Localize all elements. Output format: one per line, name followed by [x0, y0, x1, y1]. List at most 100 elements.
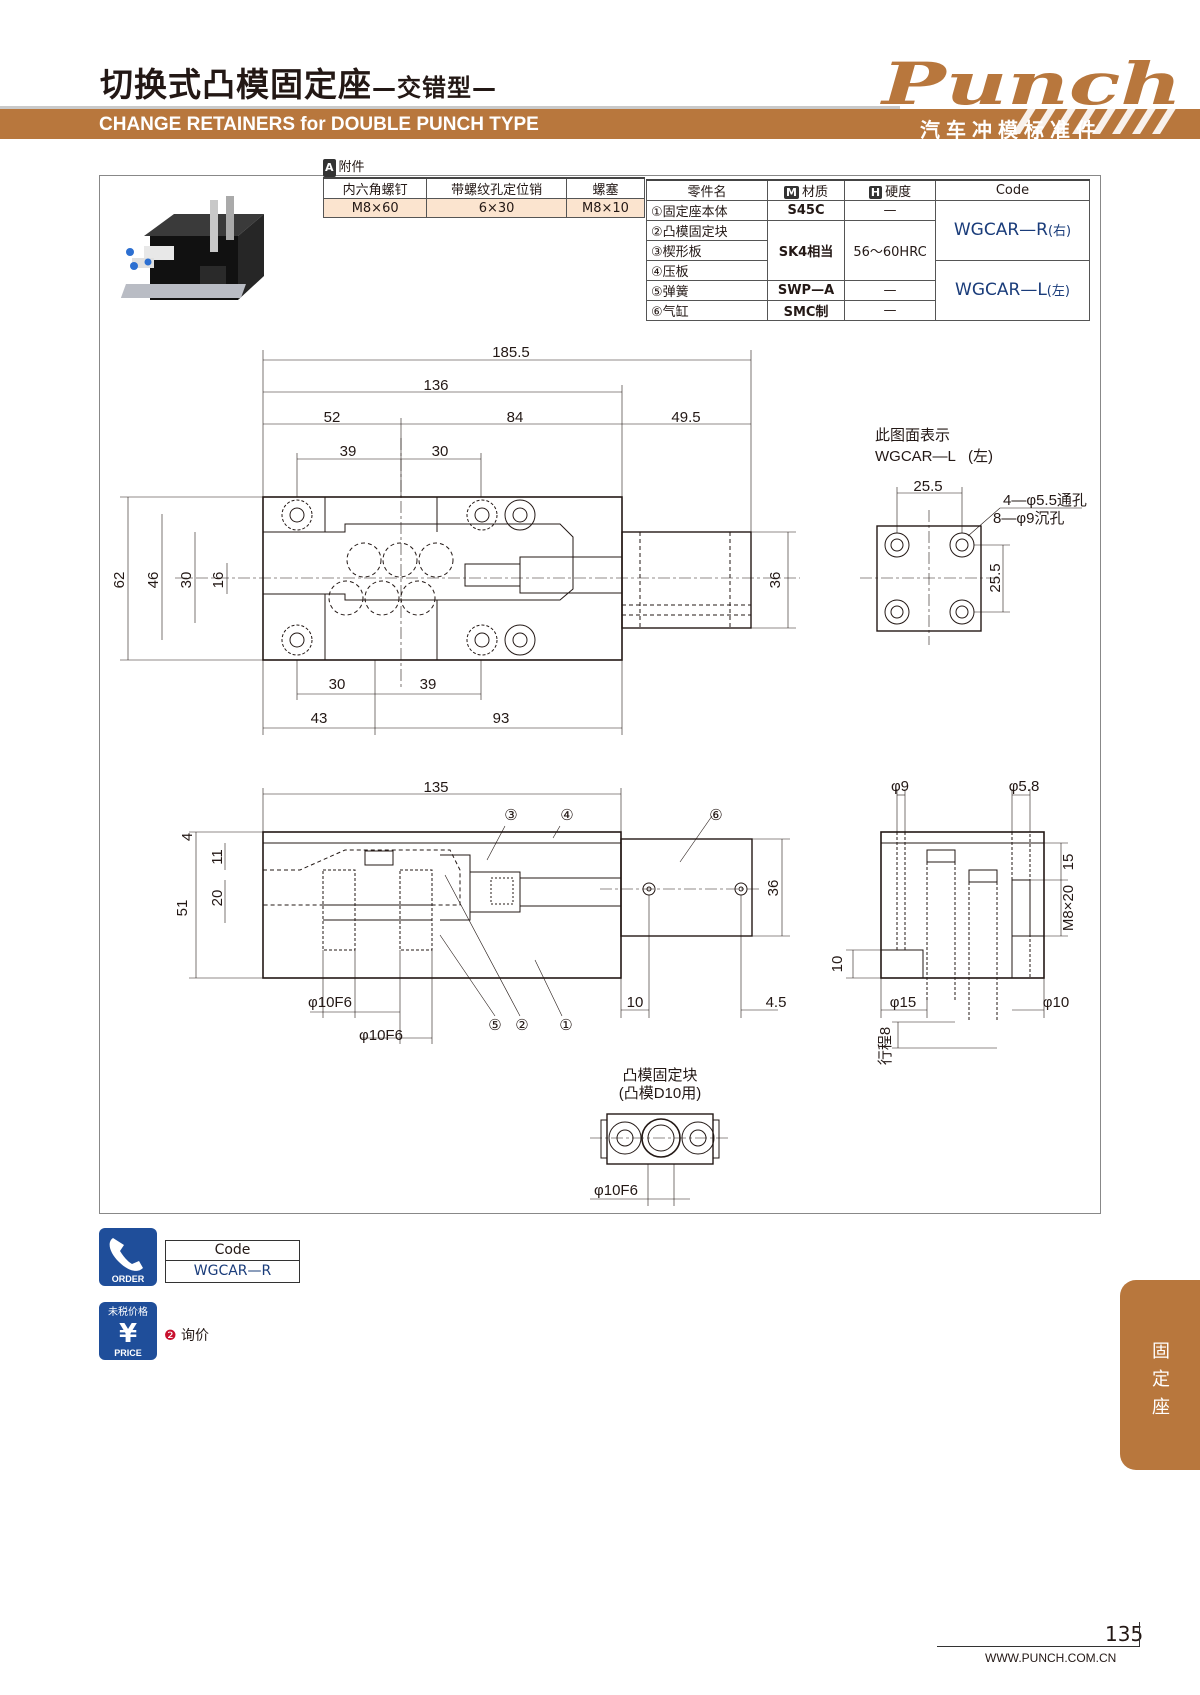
order-code-value: WGCAR—R: [193, 1263, 272, 1279]
callout: ③: [504, 807, 517, 824]
block-view: 凸模固定块 (凸模D10用) φ10F6: [590, 1067, 730, 1206]
footer-url: WWW.PUNCH.COM.CN: [985, 1651, 1117, 1665]
product-photo: [120, 196, 264, 300]
top-dim: 136: [423, 377, 448, 394]
materials-row: ⑤弹簧 SWP—A —: [646, 280, 1090, 301]
front-dim: φ10F6: [308, 994, 352, 1011]
top-dim: 30: [432, 443, 449, 460]
footer-divider: [937, 1646, 1140, 1647]
price-yen-icon: 未税价格 ¥ PRICE: [99, 1302, 157, 1360]
block-dim: φ10F6: [594, 1182, 638, 1199]
top-dim: 185.5: [492, 344, 530, 361]
price-icon-label: PRICE: [114, 1348, 142, 1358]
accessories-badge: A: [323, 159, 336, 177]
front-dim: 4: [179, 833, 196, 841]
accessories-header: 内六角螺钉: [322, 177, 428, 199]
order-code-box: Code WGCAR—R: [165, 1240, 300, 1283]
block-title: 凸模固定块: [622, 1067, 697, 1084]
side-dim: φ10: [1043, 994, 1069, 1011]
accessories-value: M8×60: [322, 198, 428, 218]
code-value: WGCAR—R: [953, 219, 1048, 240]
page-title: 切换式凸模固定座—交错型—: [100, 58, 497, 106]
price-icon-symbol: ¥: [119, 1319, 137, 1349]
price-text: 询价: [181, 1328, 210, 1344]
technical-drawings: 185.5 136 52 84 49.5 39 30 62 46 30 16 3…: [111, 344, 1087, 1206]
top-view: 185.5 136 52 84 49.5 39 30 62 46 30 16 3…: [111, 344, 800, 735]
callout: ②: [515, 1017, 528, 1034]
part-material: SWP—A: [767, 280, 845, 301]
end-dim: 25.5: [913, 478, 942, 495]
callout: ⑤: [488, 1017, 501, 1034]
hole-note: 4—φ5.5通孔: [1003, 492, 1087, 509]
callout: ⑥: [709, 807, 722, 824]
material-badge: M: [784, 186, 799, 199]
top-dim: 84: [507, 409, 524, 426]
front-view: 135 4 11 51 20 36 10 4.5 φ10F6 φ10F6 ③ ④…: [174, 779, 790, 1044]
front-dim: 11: [209, 849, 226, 865]
end-dim: 25.5: [987, 563, 1004, 592]
materials-header-code: Code: [935, 179, 1090, 201]
side-dim: 10: [829, 956, 846, 973]
part-name: ④压板: [646, 260, 768, 281]
accessories-header: 带螺纹孔定位销: [426, 177, 567, 199]
hole-note: 8—φ9沉孔: [993, 510, 1064, 527]
accessories-header: 螺塞: [565, 177, 646, 199]
brand-logo-text: Punch: [879, 52, 1182, 118]
header-bar: CHANGE RETAINERS for DOUBLE PUNCH TYPE: [0, 109, 1200, 139]
end-view: 此图面表示 WGCAR—L (左) 25.5 4—φ5.5通孔 8—φ9沉孔 2…: [860, 427, 1087, 645]
order-icon-label: ORDER: [112, 1274, 145, 1284]
top-dim: 36: [767, 572, 784, 589]
side-tab-label: 固定座: [1152, 1341, 1170, 1418]
part-name: ①固定座本体: [646, 200, 768, 221]
code-value: WGCAR—L: [955, 279, 1047, 300]
price-marker: ❷: [164, 1328, 177, 1344]
part-hardness: —: [844, 200, 936, 221]
brand-name: 汽车冲模标准件: [920, 118, 1102, 142]
part-material: SMC制: [767, 300, 845, 321]
front-dim: 135: [423, 779, 448, 796]
front-dim: 4.5: [766, 994, 787, 1011]
hardness-badge: H: [868, 186, 883, 199]
brand-logo: Punch: [879, 52, 1182, 134]
top-dim: 49.5: [671, 409, 700, 426]
front-dim: 10: [627, 994, 644, 1011]
top-dim: 93: [493, 710, 510, 727]
top-dim: 52: [324, 409, 341, 426]
front-dim: φ10F6: [359, 1027, 403, 1044]
side-dim: φ9: [891, 778, 909, 795]
part-hardness: 56～60HRC: [844, 220, 936, 281]
part-name: ⑤弹簧: [646, 280, 768, 301]
title-english: CHANGE RETAINERS for DOUBLE PUNCH TYPE: [99, 114, 539, 135]
order-code-header: Code: [166, 1241, 299, 1261]
top-dim: 16: [210, 572, 227, 589]
side-dim: φ5.8: [1009, 778, 1040, 795]
code-cell: WGCAR—L(左): [935, 260, 1090, 321]
part-hardness: —: [844, 280, 936, 301]
end-view-code: WGCAR—L: [875, 448, 956, 465]
top-dim: 46: [145, 572, 162, 589]
side-tab: [1120, 1280, 1200, 1470]
front-dim: 36: [765, 880, 782, 897]
price-icon-top: 未税价格: [108, 1305, 148, 1318]
materials-row: ②凸模固定块 SK4相当 56～60HRC: [646, 220, 1090, 281]
accessories-table: 内六角螺钉 带螺纹孔定位销 螺塞 M8×60 6×30 M8×10: [322, 177, 646, 218]
materials-header-part: 零件名: [646, 179, 768, 201]
side-view: φ9 φ5.8 15 M8×20 10 φ15 φ10 行程8: [829, 778, 1077, 1065]
side-dim: 15: [1060, 854, 1077, 871]
title-main: 切换式凸模固定座: [100, 65, 372, 104]
callout: ④: [560, 807, 573, 824]
accessories-label-text: 附件: [338, 160, 365, 175]
end-view-note: 此图面表示: [875, 427, 950, 444]
code-side: (右): [1047, 223, 1072, 239]
front-dim: 20: [209, 890, 226, 907]
part-name: ②凸模固定块: [646, 220, 768, 241]
part-name: ③楔形板: [646, 240, 768, 261]
part-material: SK4相当: [767, 220, 845, 281]
footer-divider: [1139, 1622, 1140, 1646]
top-dim: 30: [329, 676, 346, 693]
